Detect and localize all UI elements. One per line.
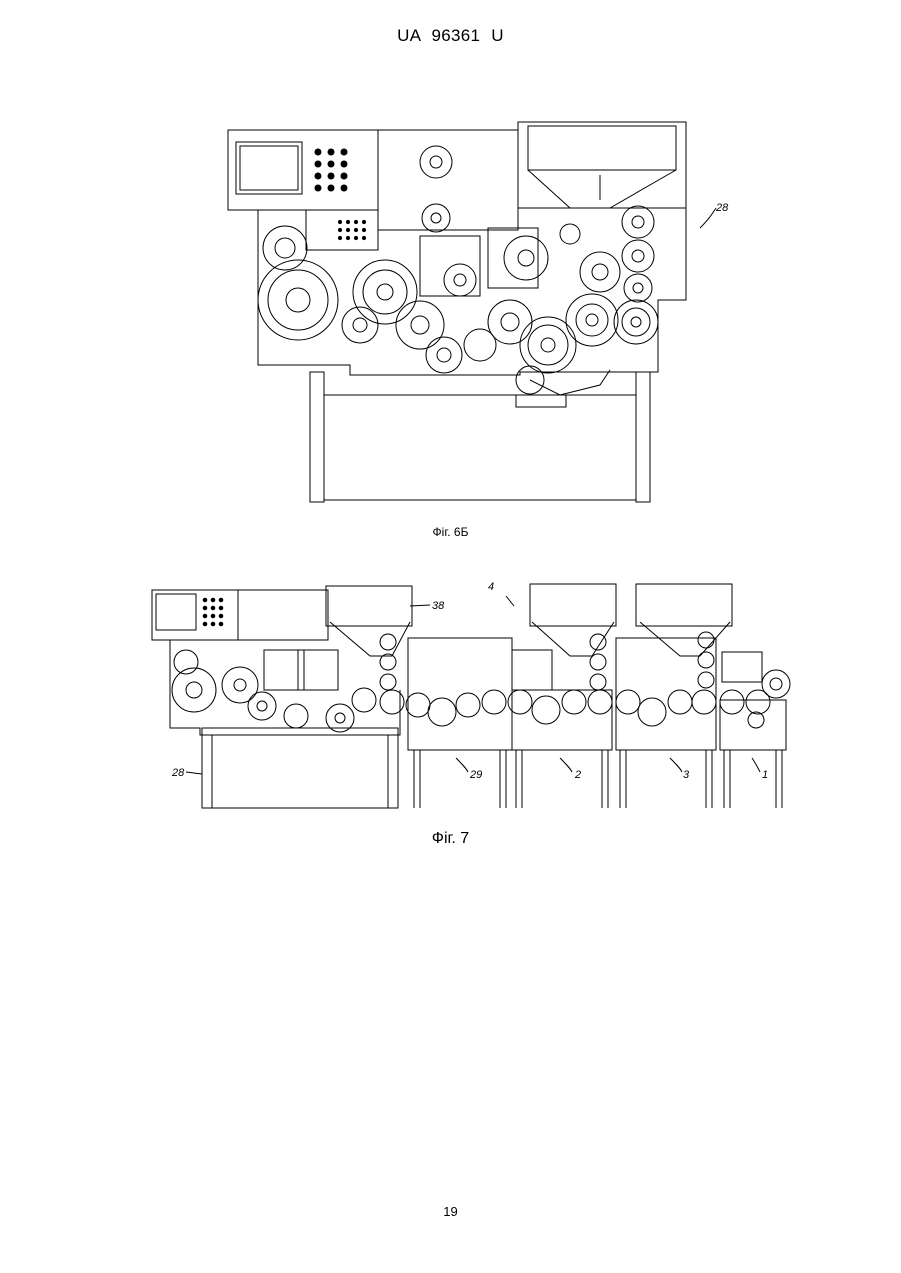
ref-label-29: 4 — [488, 581, 494, 593]
ref-label-1: 1 — [762, 769, 768, 781]
figure-7-drawing: 28 38 29 2 4 3 1 — [0, 0, 901, 830]
figure-7-caption: Фіг. 7 — [0, 830, 901, 848]
ref-label-4: 2 — [574, 769, 581, 781]
ref-label-28-fig7: 28 — [171, 767, 185, 779]
ref-label-38: 38 — [432, 600, 445, 612]
page-number: 19 — [0, 1204, 901, 1219]
ref-label-3: 3 — [683, 769, 690, 781]
ref-label-2: 29 — [469, 769, 482, 781]
